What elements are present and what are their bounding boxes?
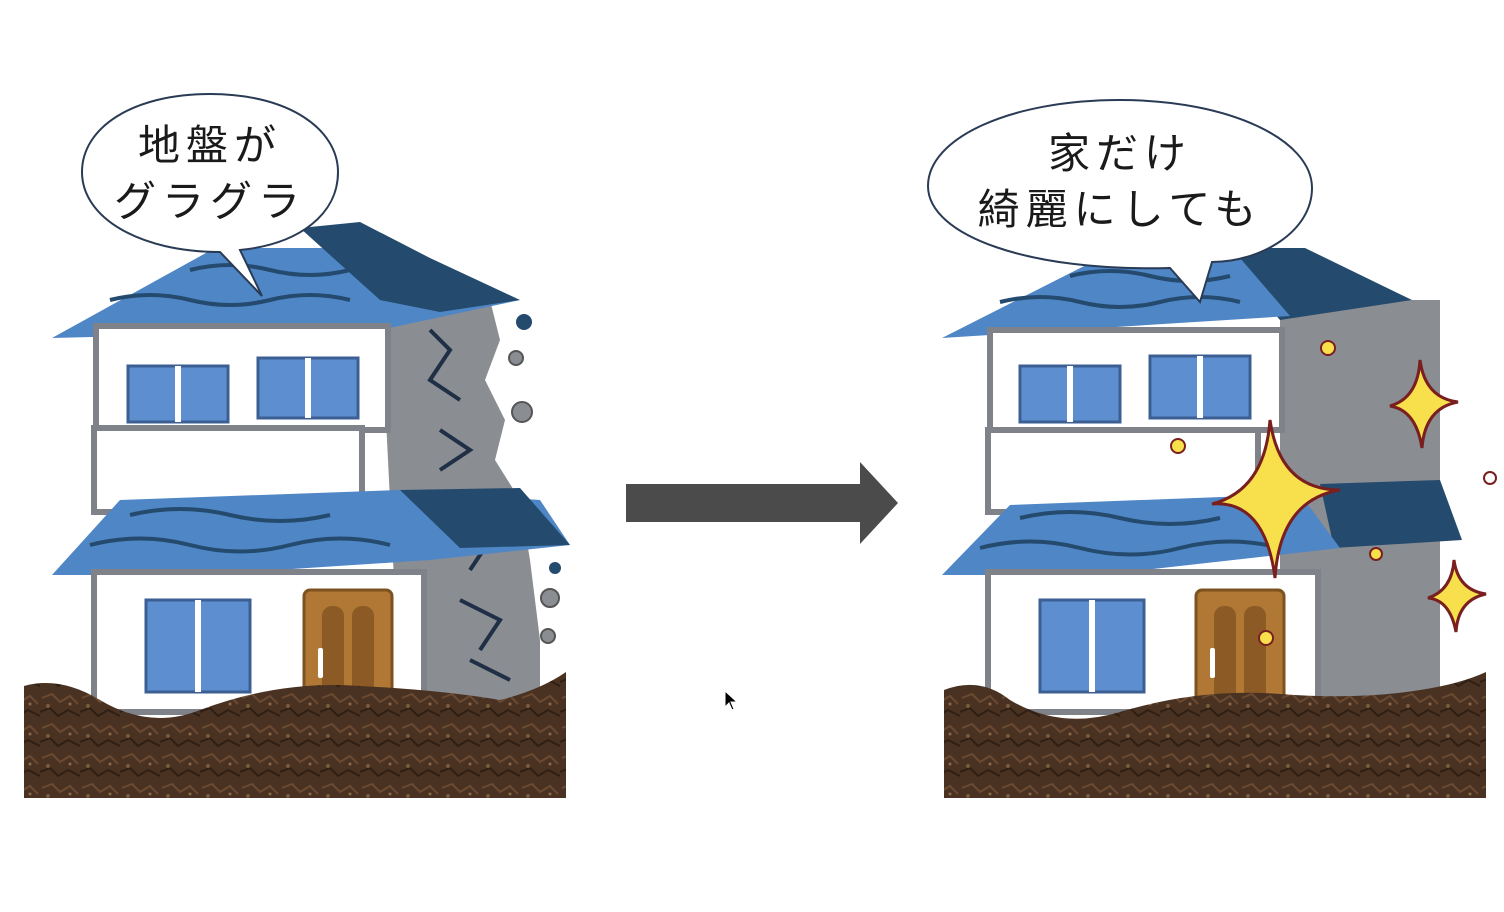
bubble-line: グラグラ [113, 177, 306, 226]
speech-bubble-right-text: 家だけ 綺麗にしても [935, 126, 1305, 238]
speech-bubble-left [80, 92, 340, 297]
bubble-line: 綺麗にしても [977, 185, 1263, 234]
window-icon [126, 356, 360, 424]
arrow-right-icon [626, 462, 898, 544]
window-icon [144, 598, 252, 694]
mouse-cursor-icon [724, 690, 739, 711]
bubble-line: 地盤が [137, 121, 282, 170]
speech-bubble-right [926, 98, 1314, 305]
door-icon [302, 588, 394, 714]
window-icon [1038, 598, 1146, 694]
bubble-line: 家だけ [1047, 129, 1192, 178]
sparkle-icon [1170, 340, 1497, 646]
house-renovated-icon [942, 248, 1486, 798]
speech-bubble-left-text: 地盤が グラグラ [90, 118, 330, 230]
window-icon [1018, 354, 1252, 424]
house-collapsing-icon [24, 222, 570, 798]
door-icon [1194, 588, 1286, 714]
